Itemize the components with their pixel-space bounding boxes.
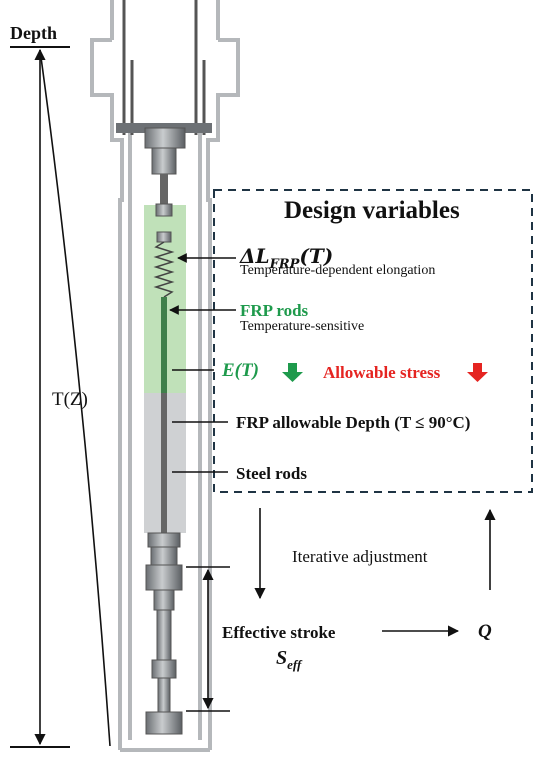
- stroke-range-arrow: [186, 566, 230, 712]
- steel-rods-label: Steel rods: [236, 464, 307, 483]
- temperature-profile-label: T(Z): [52, 389, 88, 410]
- downhole-pump: [145, 532, 183, 735]
- depth-label: Depth: [10, 23, 58, 43]
- frp-rod: [161, 297, 167, 393]
- frp-allowable-depth: FRP allowable Depth (T ≤ 90°C): [236, 413, 471, 432]
- effective-stroke-label: Effective stroke: [222, 623, 336, 642]
- frp-rods-title: FRP rods: [240, 301, 309, 320]
- wellhead-collar: [144, 127, 186, 149]
- depth-axis: [10, 46, 70, 748]
- design-box-title: Design variables: [284, 197, 460, 224]
- elongation-desc: Temperature-dependent elongation: [240, 263, 436, 278]
- steel-rod: [161, 393, 167, 533]
- iterative-adjustment: Iterative adjustment: [292, 547, 428, 566]
- stroke-symbol: Seff: [276, 647, 302, 672]
- flow-rate-symbol: Q: [478, 621, 492, 642]
- polished-rod: [160, 174, 168, 204]
- down-arrow-icon: [282, 363, 303, 382]
- temperature-curve: [39, 49, 111, 747]
- upper-connector: [151, 147, 177, 175]
- wellhead-stems: [122, 0, 206, 135]
- modulus-symbol: E(T): [222, 360, 259, 381]
- rod-coupling: [156, 231, 172, 243]
- allowable-stress: Allowable stress: [323, 363, 441, 382]
- wellhead: [90, 0, 240, 752]
- design-variables-box: [213, 189, 533, 493]
- elongation-symbol: ΔLFRP(T): [240, 244, 334, 272]
- rod-coupling: [155, 203, 173, 217]
- elongation-spring: [153, 241, 175, 298]
- down-arrow-icon: [467, 363, 488, 382]
- frp-rods-desc: Temperature-sensitive: [240, 319, 365, 334]
